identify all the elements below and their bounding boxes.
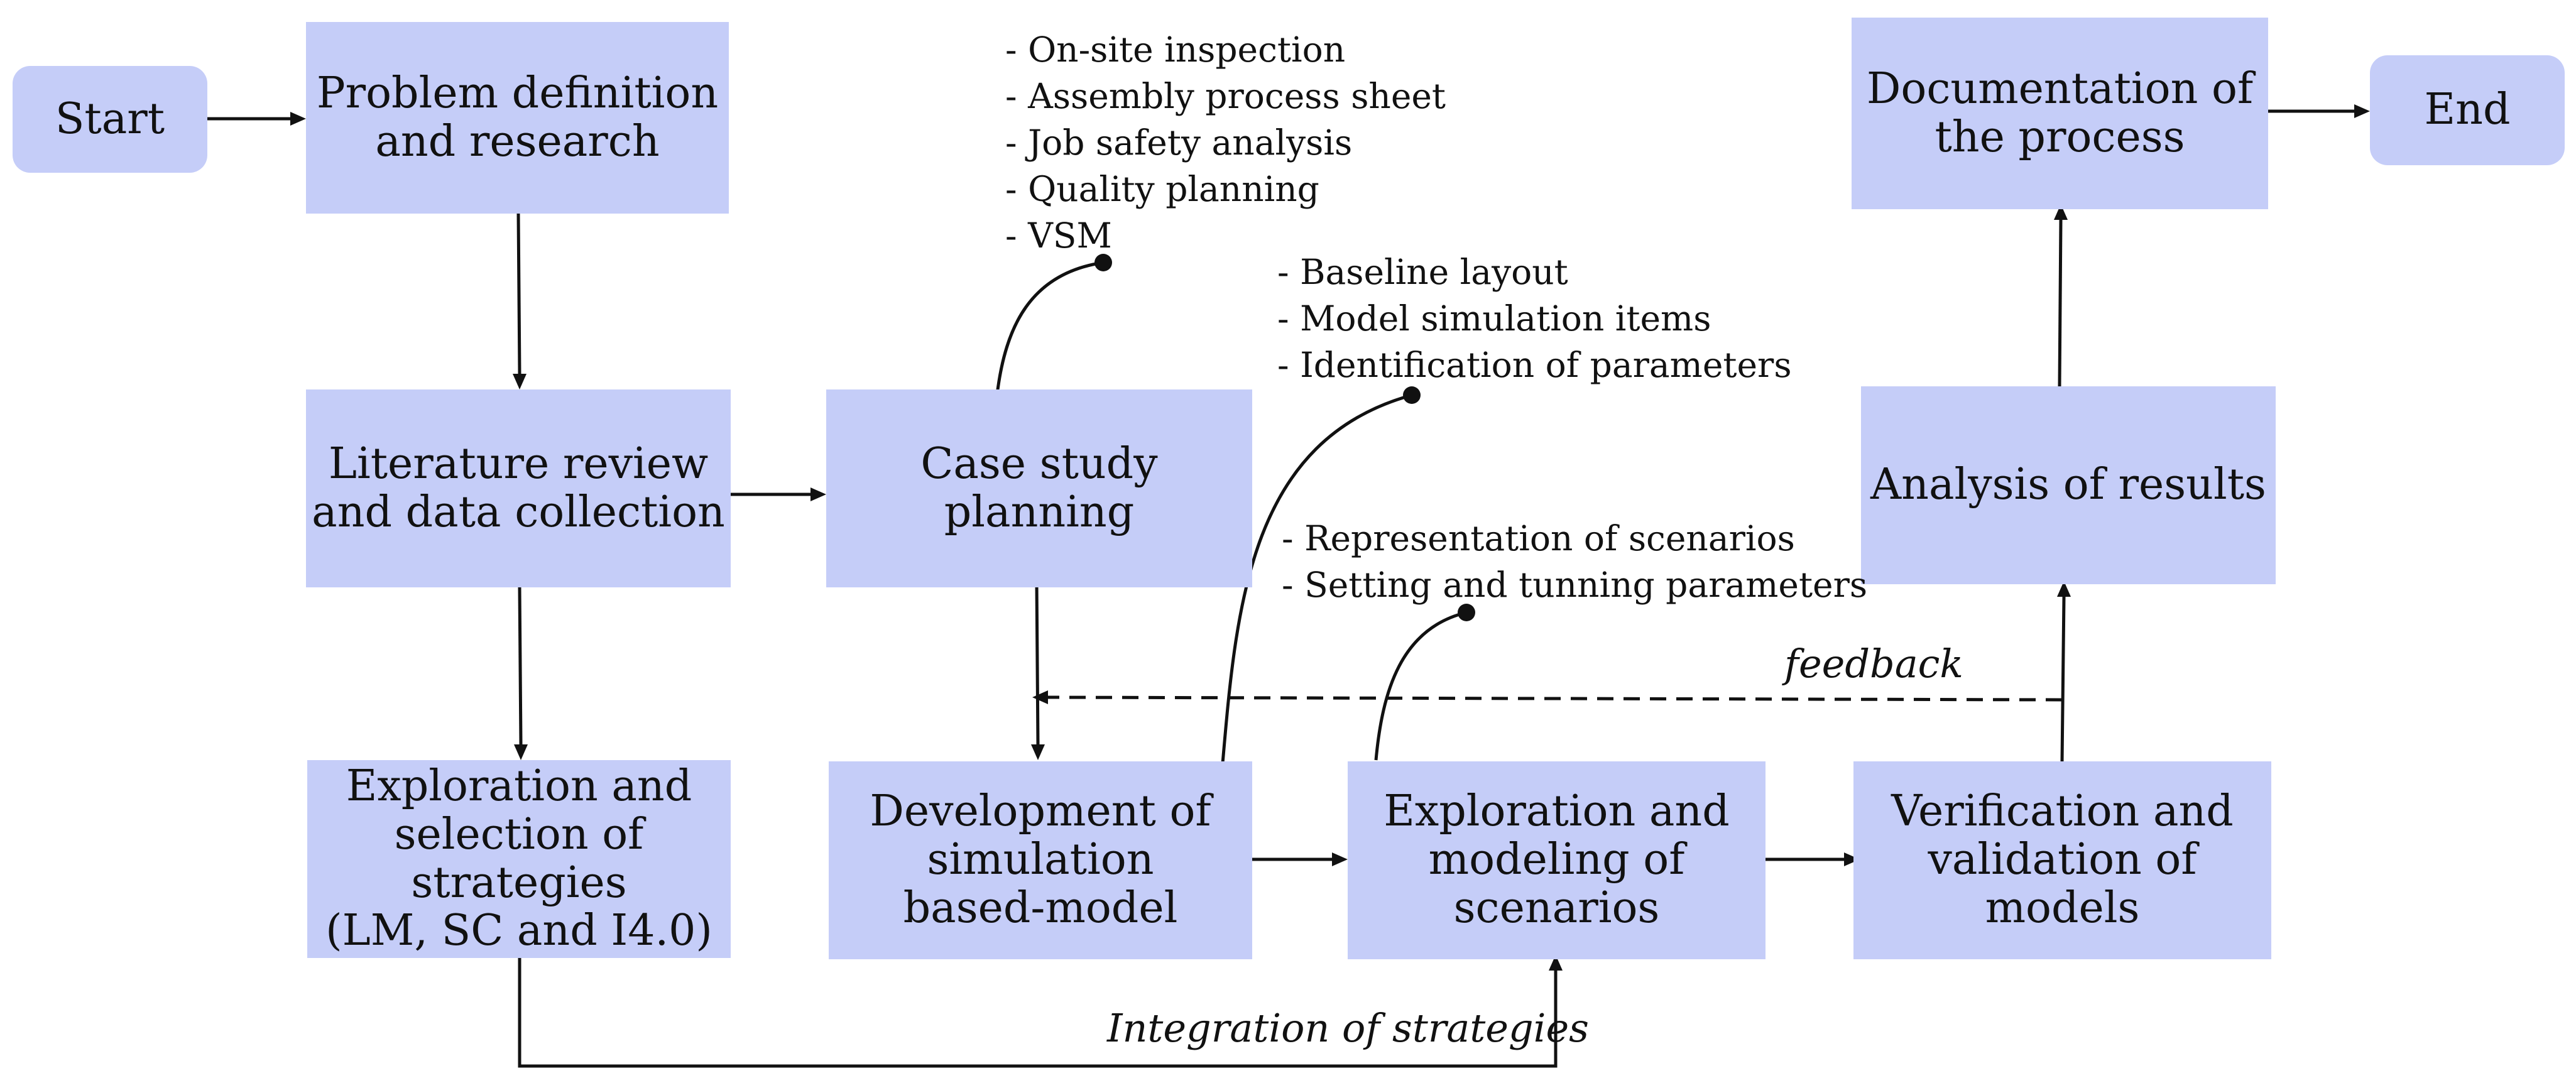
edge-analysis-to-documentation — [2058, 219, 2063, 387]
callout-case-study — [995, 261, 1104, 395]
edge-verification-to-analysis — [2060, 596, 2066, 762]
node-analysis-results: Analysis of results — [1861, 386, 2276, 584]
note-scenario-activities: - Representation of scenarios - Setting … — [1282, 515, 1867, 608]
node-documentation: Documentation of the process — [1852, 18, 2268, 209]
note-item: - Setting and tunning parameters — [1282, 565, 1868, 605]
note-item: - Assembly process sheet — [1005, 76, 1446, 116]
node-verification-validation: Verification and validation of models — [1853, 761, 2271, 959]
edge-problem-to-literature — [516, 213, 521, 374]
node-case-study-planning: Case study planning — [826, 389, 1252, 587]
arrowhead-problem-literature — [513, 374, 527, 389]
arrowhead-documentation-end — [2354, 104, 2370, 118]
edge-feedback — [1047, 695, 2063, 702]
arrowhead-literature-casestudy — [810, 487, 826, 501]
label-feedback: feedback — [1784, 641, 1963, 687]
node-exploration-scenarios: Exploration and modeling of scenarios — [1348, 761, 1766, 959]
edge-casestudy-to-development — [1035, 582, 1040, 745]
note-item: - Model simulation items — [1277, 298, 1711, 339]
arrowhead-literature-strategies — [514, 744, 528, 760]
node-development-model: Development of simulation based-model — [829, 761, 1252, 959]
note-item: - Job safety analysis — [1005, 122, 1353, 163]
arrowhead-start-problem — [290, 112, 306, 126]
arrowhead-development-scenarios — [1332, 852, 1348, 866]
note-item: - On-site inspection — [1005, 30, 1346, 70]
label-integration-of-strategies: Integration of strategies — [1107, 1005, 1589, 1051]
note-item: - Quality planning — [1005, 169, 1319, 209]
callout-dot-development — [1403, 386, 1421, 404]
node-literature-review: Literature review and data collection — [306, 389, 731, 587]
edge-literature-to-strategies — [518, 587, 523, 745]
node-start: Start — [13, 66, 207, 173]
note-case-study-activities: - On-site inspection - Assembly process … — [1005, 26, 1446, 259]
note-item: - VSM — [1005, 215, 1112, 256]
note-development-activities: - Baseline layout - Model simulation ite… — [1277, 249, 1792, 388]
node-exploration-strategies: Exploration and selection of strategies … — [307, 760, 731, 958]
note-item: - Identification of parameters — [1277, 345, 1792, 385]
node-problem-definition: Problem definition and research — [306, 22, 729, 214]
arrowhead-casestudy-development — [1031, 744, 1045, 760]
note-item: - Representation of scenarios — [1282, 518, 1795, 558]
node-end: End — [2370, 55, 2565, 165]
callout-scenarios — [1374, 611, 1467, 761]
note-item: - Baseline layout — [1277, 252, 1568, 292]
arrowhead-feedback — [1032, 690, 1048, 704]
